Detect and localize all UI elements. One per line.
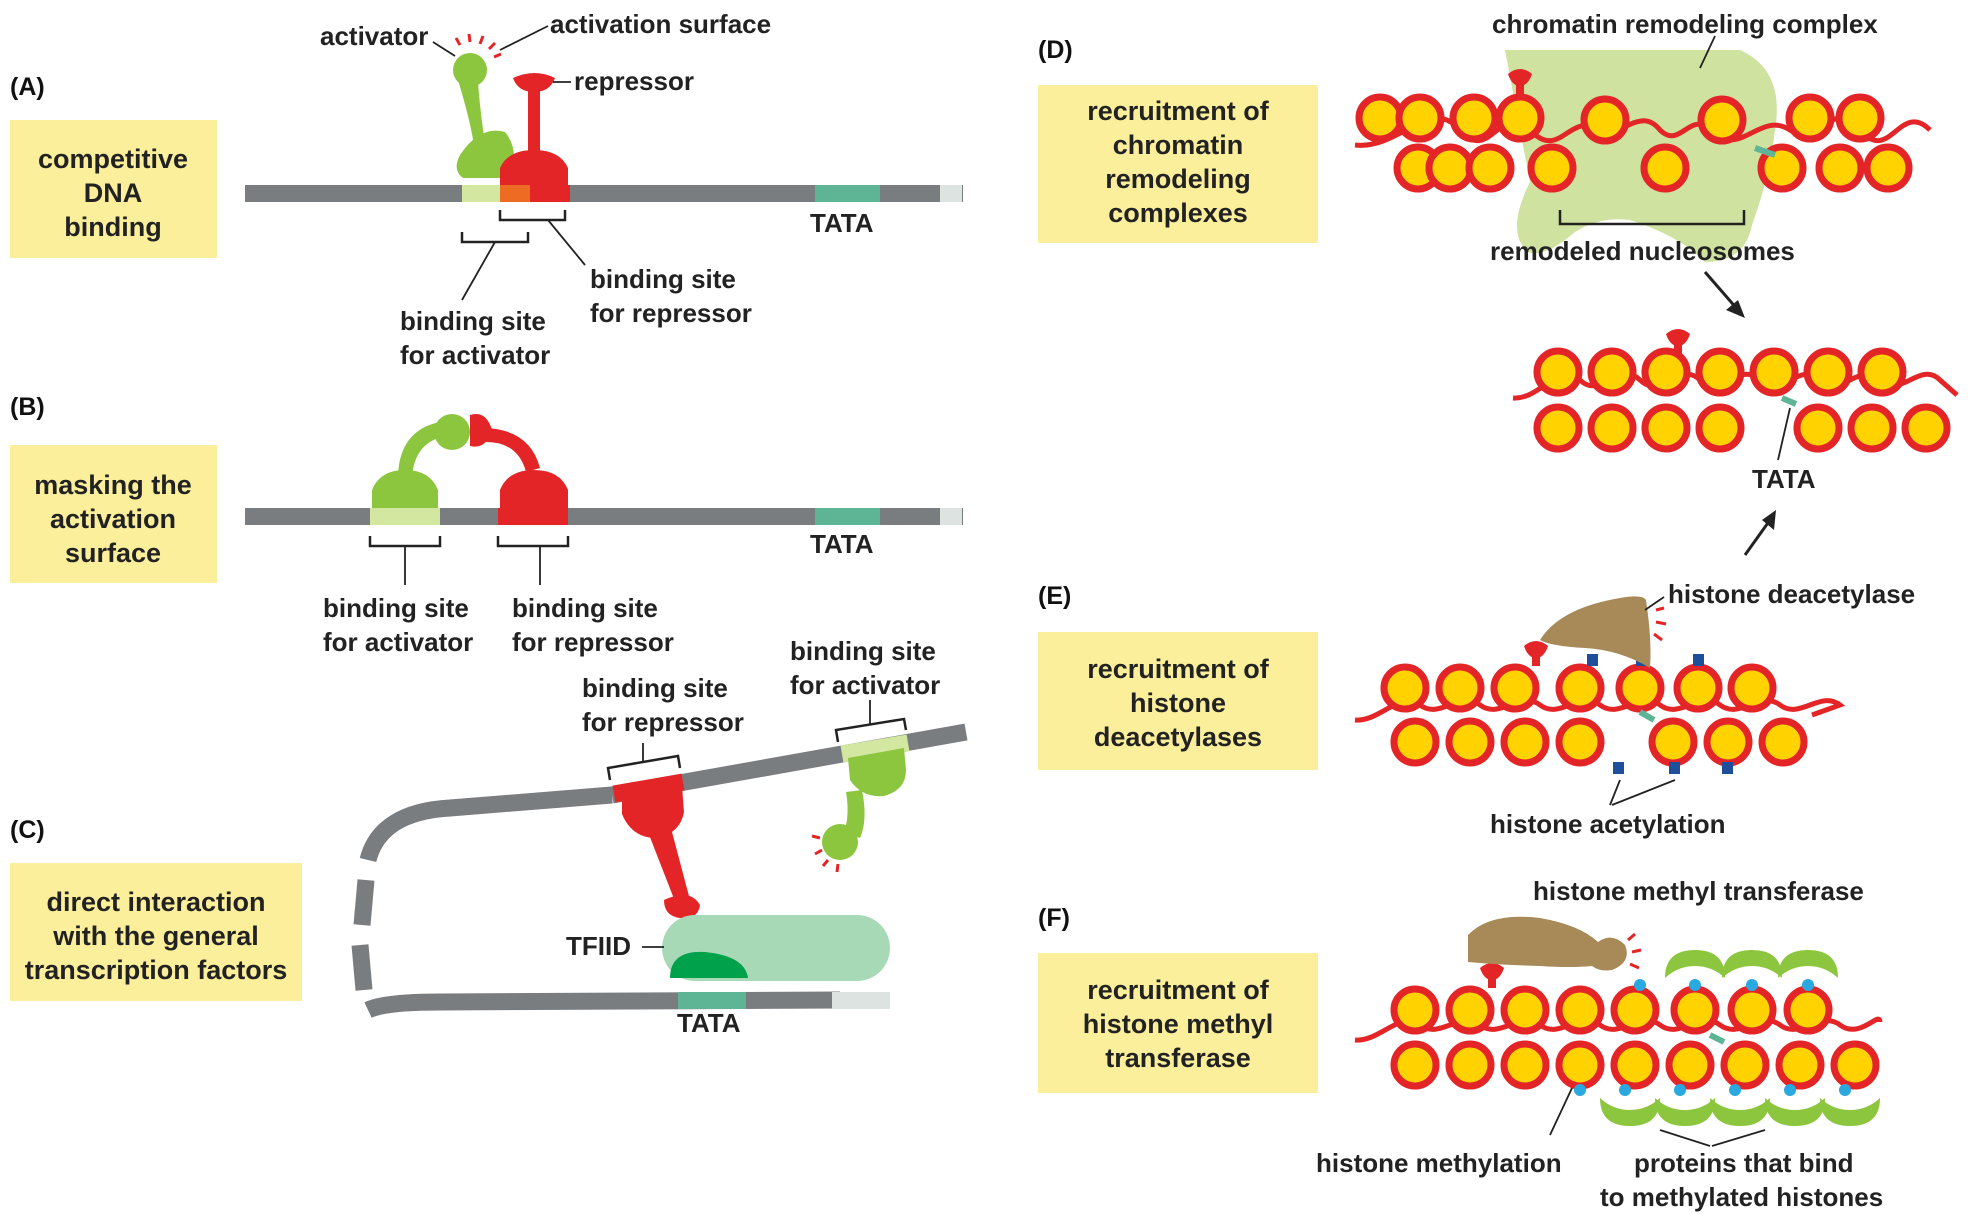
- panel-d-activator-mark: [1508, 69, 1532, 98]
- panel-d-complex-label: chromatin remodeling complex: [1492, 9, 1878, 39]
- panel-d-box-line-2: chromatin: [1113, 130, 1244, 160]
- panel-f-box-line-3: transferase: [1105, 1043, 1251, 1073]
- panel-a-tag: (A): [10, 73, 45, 101]
- panel-b-site-activator-line-2: for activator: [323, 627, 473, 657]
- panel-f-methyl-marks: [1574, 979, 1851, 1096]
- panel-c-site-repressor-line-2: for repressor: [582, 707, 744, 737]
- panel-c-box-line-3: transcription factors: [25, 955, 288, 985]
- panel-b-activator-protein: [372, 414, 470, 508]
- panel-f-binders-line-1: proteins that bind: [1634, 1148, 1854, 1178]
- panel-e-box: recruitment of histone deacetylases: [1038, 632, 1318, 770]
- panel-c-dna-loop: [351, 723, 968, 1018]
- panel-f-methyltransferase-enzyme: [1468, 916, 1627, 971]
- panel-e-deacetylase-enzyme: [1540, 596, 1651, 668]
- panel-a-tata-label: TATA: [810, 208, 874, 238]
- panel-b-box-line-1: masking the: [34, 470, 192, 500]
- panel-b-diagram: TATA binding site for activator binding …: [245, 414, 963, 657]
- panel-c-site-activator-line-2: for activator: [790, 670, 940, 700]
- panel-f-diagram: histone methyl transferase histone methy…: [1316, 876, 1883, 1212]
- panel-e-tag: (E): [1038, 582, 1071, 610]
- panel-a-site-repressor-line-1: binding site: [590, 264, 736, 294]
- panel-e-mark-label: histone acetylation: [1490, 809, 1726, 839]
- panel-a-activation-surface-mark: [454, 33, 502, 59]
- panel-c-box-line-2: with the general: [52, 921, 259, 951]
- panel-c-box: direct interaction with the general tran…: [10, 863, 302, 1001]
- panel-a-activation-surface-label: activation surface: [550, 9, 771, 39]
- panel-c-box-line-1: direct interaction: [46, 887, 265, 917]
- panel-c-tata-label: TATA: [677, 1008, 741, 1038]
- panel-f-enzyme-label: histone methyl transferase: [1533, 876, 1864, 906]
- panel-a-activator-protein: [453, 33, 514, 178]
- panel-c-tfiid-label: TFIID: [566, 931, 631, 961]
- panel-b-box: masking the activation surface: [10, 445, 217, 583]
- panel-c-tag: (C): [10, 816, 45, 844]
- panel-f-box-line-1: recruitment of: [1087, 975, 1270, 1005]
- panel-a-site-activator-line-2: for activator: [400, 340, 550, 370]
- panel-d-remodeled-label: remodeled nucleosomes: [1490, 236, 1795, 266]
- panel-c-repressor-protein: [622, 786, 700, 919]
- panel-a-box-line-1: competitive: [38, 144, 188, 174]
- panel-d-remodeled-nucleosomes: [1533, 347, 1951, 453]
- panel-b-tata-label: TATA: [810, 529, 874, 559]
- panel-a-repressor-label: repressor: [574, 66, 694, 96]
- panel-f-tag: (F): [1038, 904, 1070, 932]
- panel-d-nucleosomes: [1355, 93, 1913, 193]
- panel-f-mark-label: histone methylation: [1316, 1148, 1562, 1178]
- panel-b-site-repressor-line-1: binding site: [512, 593, 658, 623]
- panel-e-box-line-2: histone: [1130, 688, 1226, 718]
- panel-d-box-line-1: recruitment of: [1087, 96, 1270, 126]
- panel-a-repressor-protein: [500, 73, 568, 185]
- panel-f-nucleosomes: [1390, 985, 1880, 1090]
- panel-d-diagram: chromatin remodeling complex remodeled n…: [1354, 9, 1959, 556]
- panel-c-activation-surface-mark: [811, 834, 840, 873]
- panel-e-enzyme-label: histone deacetylase: [1668, 579, 1915, 609]
- panel-c-site-repressor-line-1: binding site: [582, 673, 728, 703]
- panel-f-binders-line-2: to methylated histones: [1600, 1182, 1883, 1212]
- panel-b-dna: [245, 508, 963, 525]
- panel-e-nucleosomes: [1380, 663, 1808, 767]
- panel-c-activator-protein: [811, 748, 906, 873]
- panel-d-tata-label: TATA: [1752, 464, 1816, 494]
- panel-c-site-activator-line-1: binding site: [790, 636, 936, 666]
- panel-f-box: recruitment of histone methyl transferas…: [1038, 953, 1318, 1093]
- panel-b-site-activator-line-1: binding site: [323, 593, 469, 623]
- panel-d-box-line-3: remodeling: [1105, 164, 1251, 194]
- panel-d-box-line-4: complexes: [1108, 198, 1248, 228]
- panel-c-tfiid: [662, 915, 890, 981]
- panel-a-box: competitive DNA binding: [10, 120, 217, 258]
- panel-a-dna: [245, 185, 963, 202]
- panel-c-diagram: TFIID TATA binding site for repressor bi…: [351, 636, 968, 1038]
- panel-a-diagram: activator activation surface repressor T…: [245, 9, 963, 370]
- panel-e-box-line-1: recruitment of: [1087, 654, 1270, 684]
- panel-b-tag: (B): [10, 393, 45, 421]
- panel-b-box-line-2: activation: [50, 504, 176, 534]
- panel-a-box-line-2: DNA: [84, 178, 143, 208]
- panel-f-binding-proteins-bottom: [1600, 1098, 1880, 1126]
- panel-e-box-line-3: deacetylases: [1094, 722, 1262, 752]
- panel-b-site-repressor-line-2: for repressor: [512, 627, 674, 657]
- panel-a-site-repressor-line-2: for repressor: [590, 298, 752, 328]
- panel-b-box-line-3: surface: [65, 538, 161, 568]
- panel-f-box-line-2: histone methyl: [1083, 1009, 1274, 1039]
- panel-a-site-activator-line-1: binding site: [400, 306, 546, 336]
- panel-d-box: recruitment of chromatin remodeling comp…: [1038, 85, 1318, 243]
- panel-a-activator-label: activator: [320, 21, 428, 51]
- panel-f-binding-proteins-top: [1665, 950, 1838, 978]
- panel-e-diagram: histone deacetylase histone acetylation: [1354, 579, 1915, 839]
- panel-a-box-line-3: binding: [64, 212, 161, 242]
- panel-d-tag: (D): [1038, 36, 1073, 64]
- panel-b-repressor-protein: [470, 414, 568, 508]
